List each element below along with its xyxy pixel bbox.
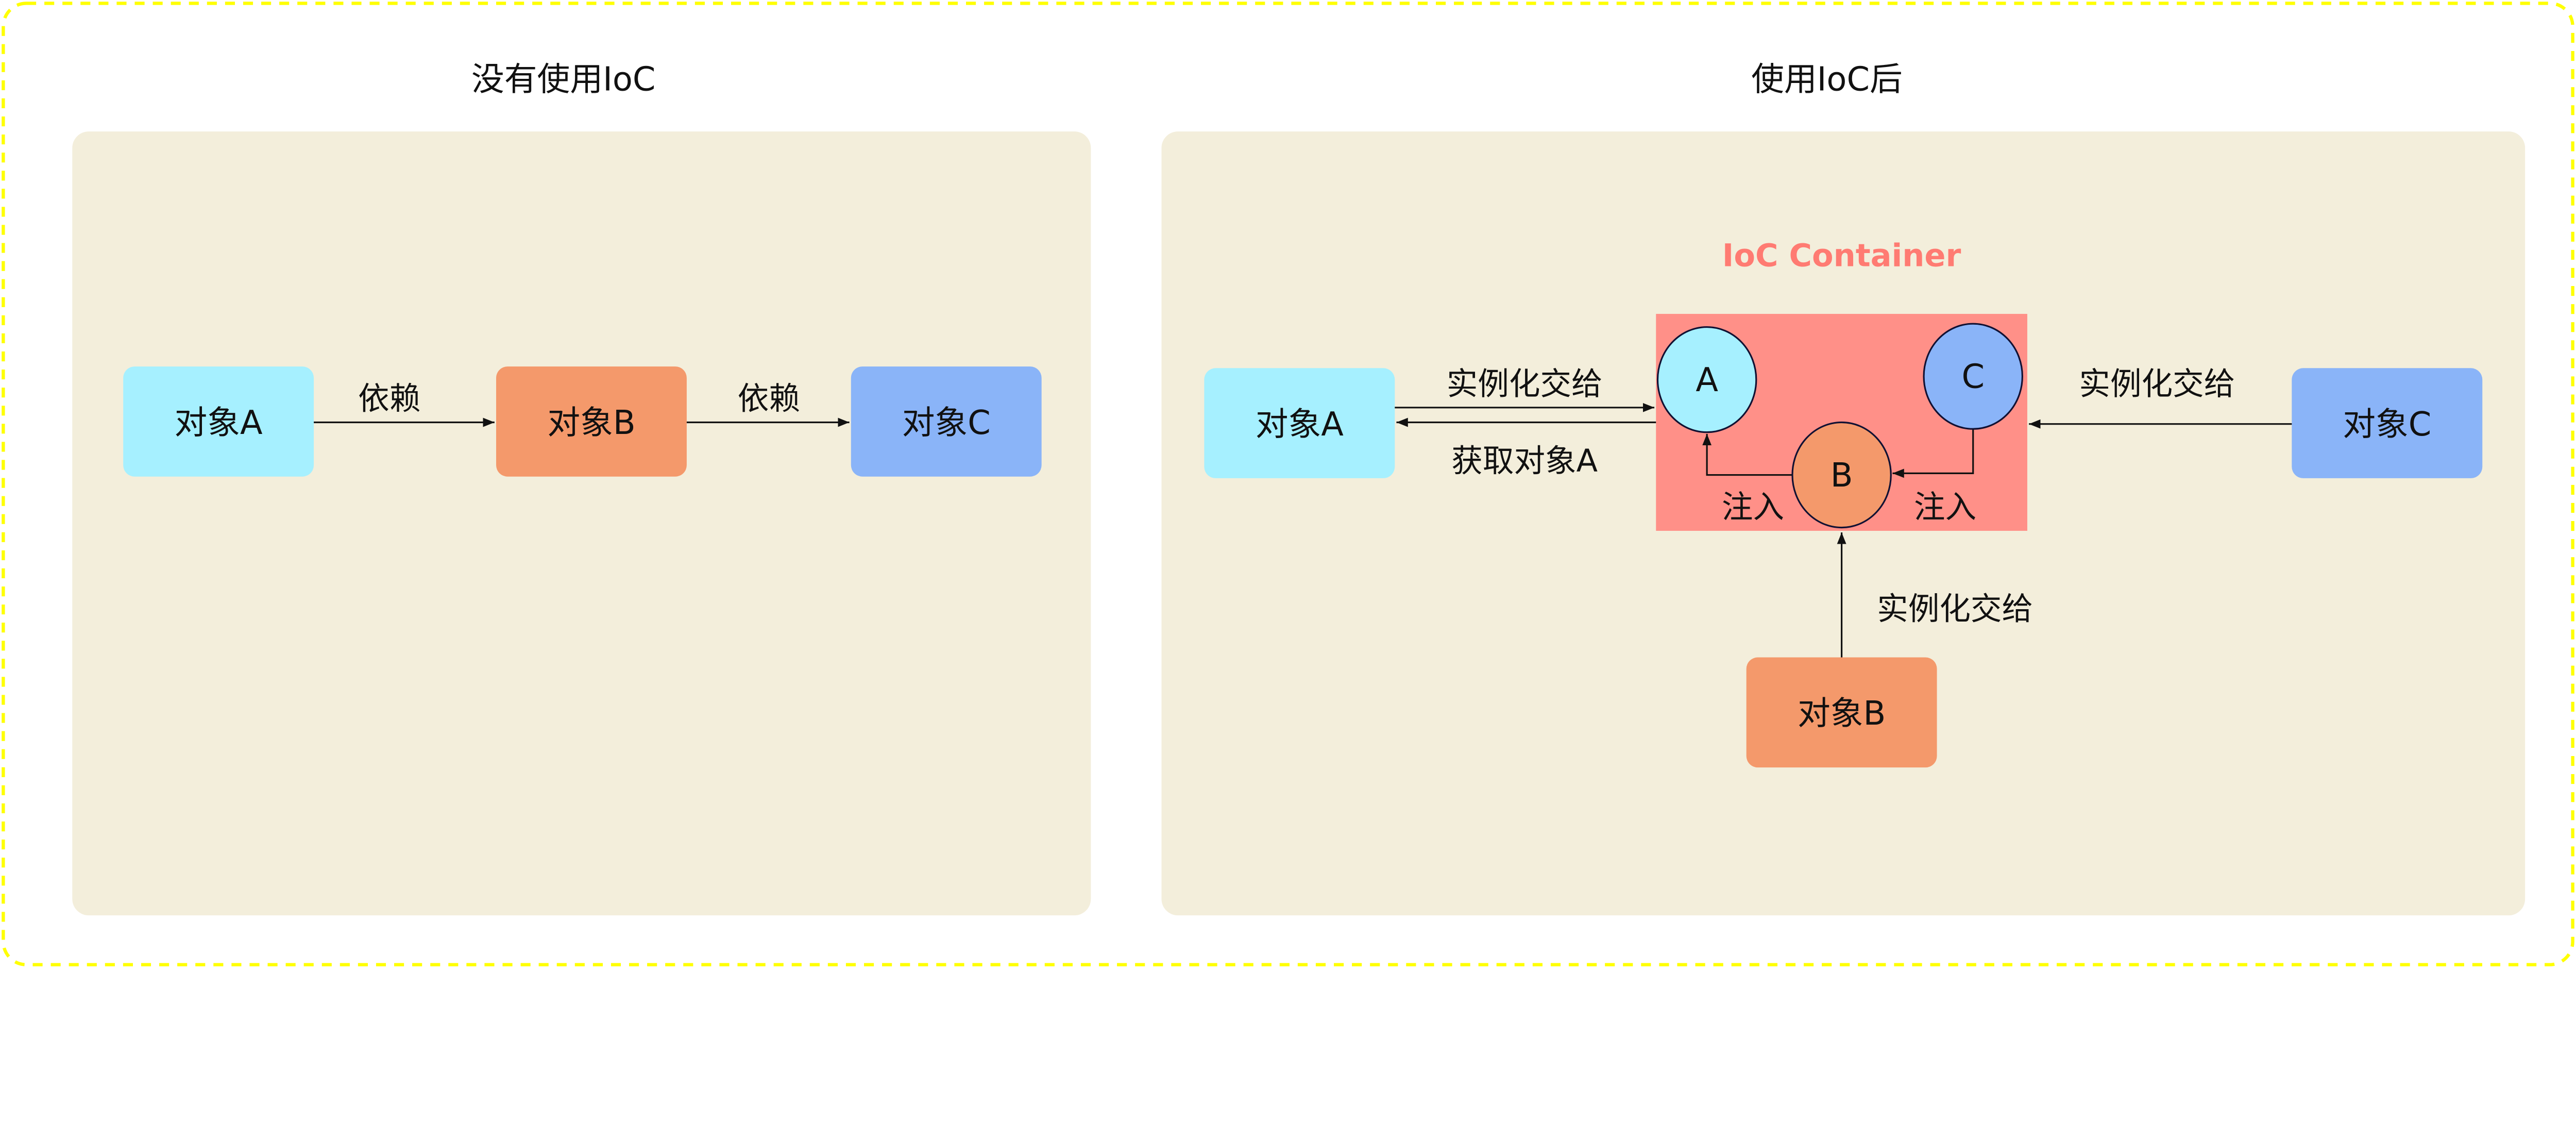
left-object-b-label: 对象B: [547, 404, 635, 442]
inject-left-label: 注入: [1722, 489, 1784, 525]
right-object-a: 对象A: [1204, 368, 1395, 478]
inject-c-to-b: [1892, 429, 1974, 478]
right-object-b-label: 对象B: [1798, 695, 1886, 733]
circle-c-label: C: [1961, 358, 1985, 396]
left-title: 没有使用IoC: [471, 60, 655, 98]
left-object-a: 对象A: [123, 366, 314, 477]
right-title: 使用IoC后: [1751, 60, 1903, 98]
label-container-to-a: 获取对象A: [1451, 443, 1598, 479]
circle-c: C: [1923, 323, 2023, 430]
left-object-c: 对象C: [851, 366, 1042, 477]
right-object-c-label: 对象C: [2343, 406, 2431, 444]
label-a-to-container: 实例化交给: [1447, 366, 1603, 402]
right-object-c: 对象C: [2292, 368, 2483, 478]
inject-b-to-a: [1702, 433, 1792, 476]
container-title: IoC Container: [1722, 238, 1961, 274]
circle-b-label: B: [1831, 457, 1853, 495]
ioc-diagram: 没有使用IoC 对象A 对象B 对象C 依赖 依赖 使用IoC后 IoC Con…: [2, 2, 2574, 966]
left-object-b: 对象B: [496, 366, 687, 477]
circle-a-label: A: [1696, 361, 1718, 399]
edge-label-bc: 依赖: [738, 381, 800, 417]
circle-a: A: [1656, 326, 1757, 433]
outer-dashed-border: [2, 2, 2574, 966]
right-object-a-label: 对象A: [1256, 406, 1344, 444]
circle-b: B: [1791, 421, 1892, 529]
left-object-a-label: 对象A: [175, 404, 263, 442]
label-c-to-container: 实例化交给: [2079, 366, 2235, 402]
left-panel: [72, 131, 1091, 916]
inject-right-label: 注入: [1914, 489, 1976, 525]
right-object-b: 对象B: [1746, 657, 1937, 768]
left-object-c-label: 对象C: [902, 404, 991, 442]
edge-label-ab: 依赖: [358, 381, 420, 417]
label-b-to-container: 实例化交给: [1877, 591, 2033, 627]
